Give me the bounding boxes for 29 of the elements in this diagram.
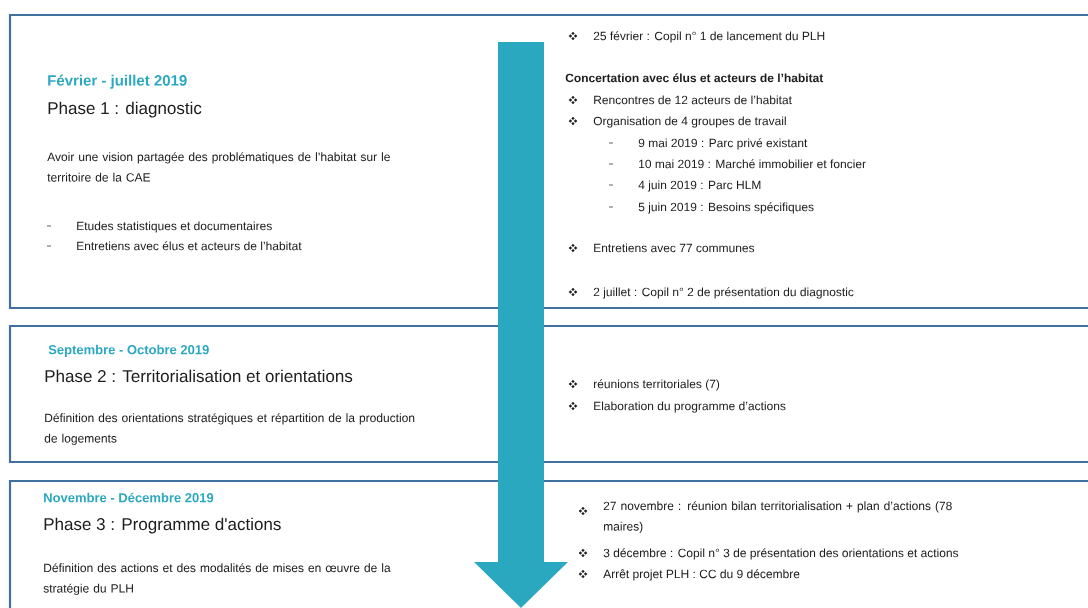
- list-item: réunions territoriales (7): [594, 379, 720, 391]
- list-item: Entretiens avec élus et acteurs de l’habitat: [77, 241, 302, 251]
- list-item: 10 mai 2019 : Marché immobilier et foncier: [639, 159, 866, 169]
- list-item: Elaboration du programme d’actions: [594, 401, 786, 413]
- list-item: Définition des orientations stratégiques et répartition de la production de logements: [44, 413, 415, 445]
- list-item: Avoir une vision partagée des problématiques de l’habitat sur le territoire de la CAE: [47, 152, 390, 182]
- phase-title: Phase 1 : diagnostic: [48, 101, 202, 118]
- phase-title: Phase 2 : Territorialisation et orientations: [45, 369, 353, 383]
- section-heading: Concertation avec élus et acteurs de l’habitat: [565, 73, 824, 83]
- phase-title: Phase 3 : Programme d'actions: [44, 517, 281, 534]
- list-item: Etudes statistiques et documentaires: [77, 221, 272, 233]
- list-item: Rencontres de 12 acteurs de l’habitat: [594, 95, 792, 105]
- list-item: Définition des actions et des modalités de mises en œuvre de la stratégie du PLH: [43, 563, 391, 595]
- list-item: Organisation de 4 groupes de travail: [593, 116, 786, 128]
- list-item: 4 juin 2019 : Parc HLM: [638, 180, 761, 192]
- date-heading: Septembre - Octobre 2019: [48, 344, 209, 357]
- list-item: 27 novembre : réunion bilan territorialisation + plan d’actions (78 maires): [603, 501, 952, 533]
- date-heading: Février - juillet 2019: [48, 74, 187, 89]
- list-item: 2 juillet : Copil n° 2 de présentation du diagnostic: [593, 287, 854, 299]
- phase-band: [8, 479, 1088, 608]
- list-item: 5 juin 2019 : Besoins spécifiques: [638, 202, 814, 214]
- list-item: 3 décembre : Copil n° 3 de présentation des orientations et actions: [603, 548, 959, 560]
- list-item: Entretiens avec 77 communes: [594, 243, 755, 253]
- list-item: 9 mai 2019 : Parc privé existant: [638, 138, 808, 150]
- phase-band: [8, 13, 1088, 310]
- list-item: Arrêt projet PLH : CC du 9 décembre: [603, 569, 800, 581]
- date-heading: Novembre - Décembre 2019: [44, 492, 214, 503]
- list-item: 25 février : Copil n° 1 de lancement du PLH: [593, 31, 825, 43]
- phase-band: [8, 324, 1088, 464]
